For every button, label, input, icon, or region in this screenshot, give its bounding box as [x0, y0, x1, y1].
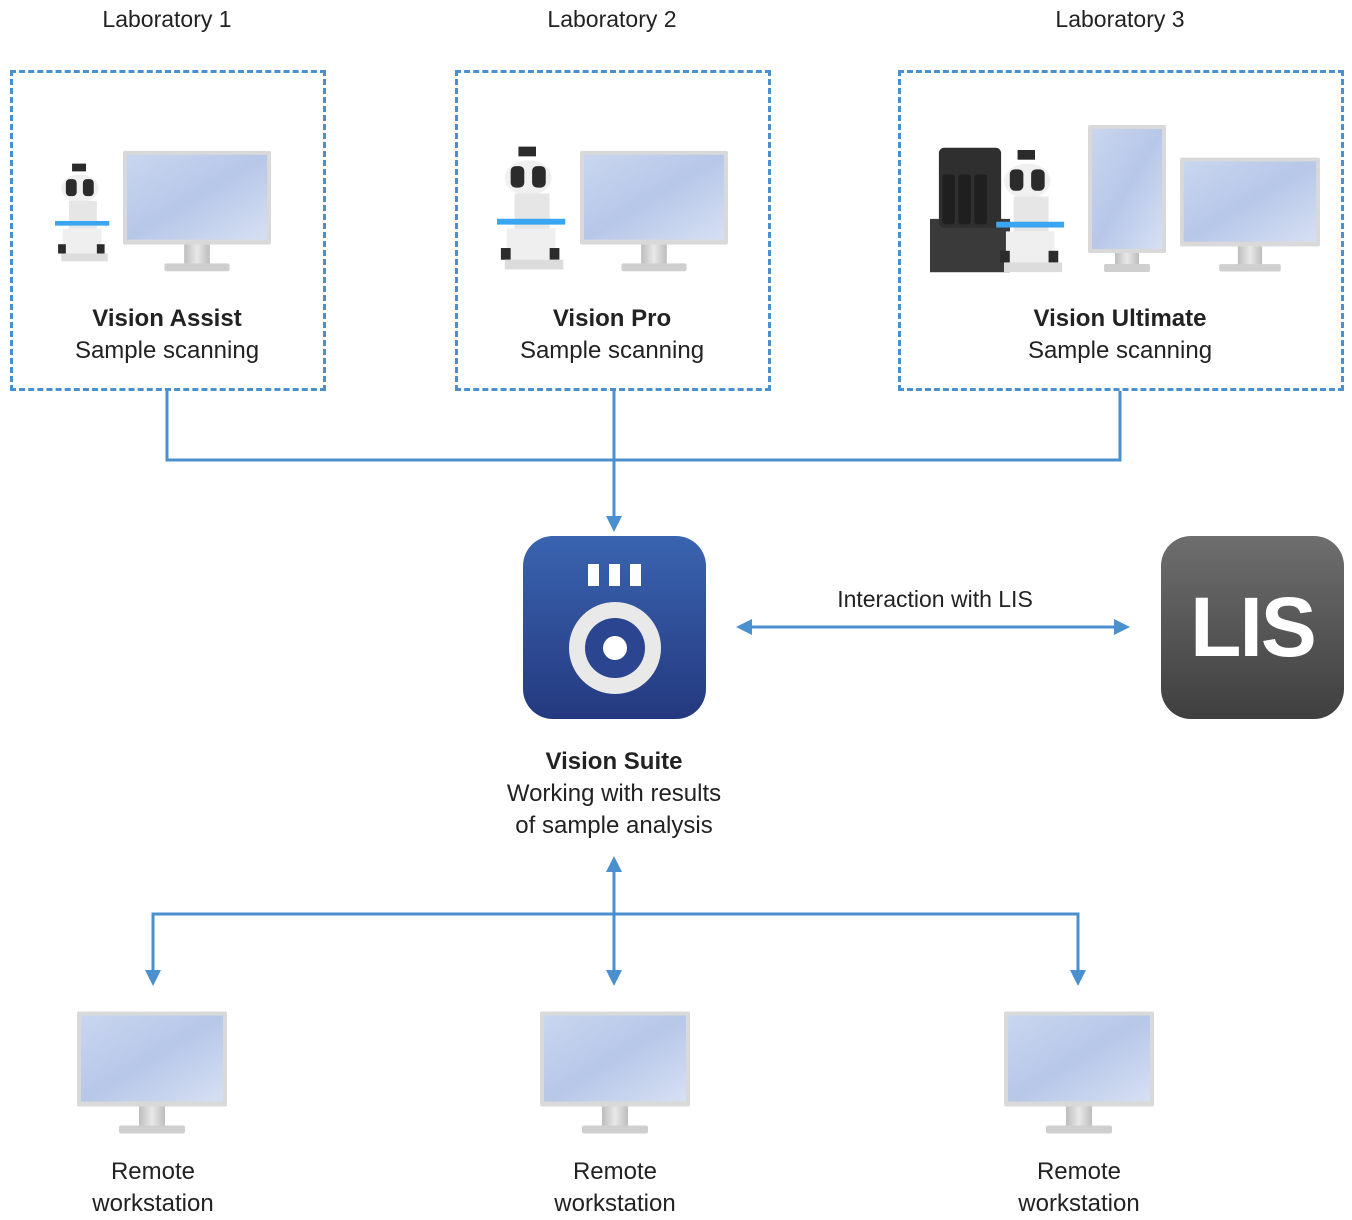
lis-interaction-label: Interaction with LIS	[837, 586, 1033, 612]
lab-title-3: Laboratory 3	[1055, 6, 1185, 32]
arrow-down-icon	[606, 970, 622, 986]
monitor-icon	[77, 1011, 227, 1134]
workstation-line2: workstation	[92, 1190, 214, 1217]
suite-desc-line2: of sample analysis	[515, 812, 713, 839]
lab-caption-3: Vision Ultimate Sample scanning	[970, 303, 1270, 367]
suite-name: Vision Suite	[545, 748, 683, 775]
workstation-line1: Remote	[110, 1158, 196, 1185]
lab-caption-2: Vision Pro Sample scanning	[462, 303, 762, 367]
product-name: Vision Assist	[92, 305, 242, 332]
workstation-bus-line	[151, 912, 1080, 972]
suite-caption: Vision Suite Working with results of sam…	[464, 746, 764, 842]
arrow-down-icon	[145, 970, 161, 986]
workstation-caption-1: Remote workstation	[53, 1156, 253, 1220]
arrow-down-icon	[1070, 970, 1086, 986]
product-task: Sample scanning	[74, 337, 260, 364]
monitor-icon	[1088, 125, 1166, 272]
lab-bus-line	[165, 391, 1122, 462]
arrow-up-icon	[606, 856, 622, 872]
vision-suite-glyph	[569, 564, 661, 694]
lis-app-icon: LIS	[1161, 536, 1344, 719]
monitor-icon	[540, 1011, 690, 1134]
monitor-icon	[1004, 1011, 1154, 1134]
workstation-line2: workstation	[1018, 1190, 1140, 1217]
product-task: Sample scanning	[1027, 337, 1213, 364]
workstation-caption-2: Remote workstation	[515, 1156, 715, 1220]
vision-suite-app-icon	[523, 536, 706, 719]
lab-box-1	[10, 70, 326, 391]
product-name: Vision Ultimate	[1033, 305, 1207, 332]
arrow-left-icon	[736, 619, 752, 635]
lis-label: LIS	[1190, 580, 1317, 674]
arrow-down-icon	[606, 516, 622, 532]
workstation-caption-3: Remote workstation	[979, 1156, 1179, 1220]
lab-title-2: Laboratory 2	[547, 6, 677, 32]
lab-title-1: Laboratory 1	[102, 6, 232, 32]
lab-box-2	[455, 70, 771, 391]
suite-desc-line1: Working with results	[506, 780, 722, 807]
workstation-line1: Remote	[572, 1158, 658, 1185]
workstation-line2: workstation	[554, 1190, 676, 1217]
product-name: Vision Pro	[552, 305, 672, 332]
arrow-right-icon	[1114, 619, 1130, 635]
lab-box-3	[898, 70, 1344, 391]
workstation-line1: Remote	[1036, 1158, 1122, 1185]
lab-caption-1: Vision Assist Sample scanning	[17, 303, 317, 367]
product-task: Sample scanning	[519, 337, 705, 364]
